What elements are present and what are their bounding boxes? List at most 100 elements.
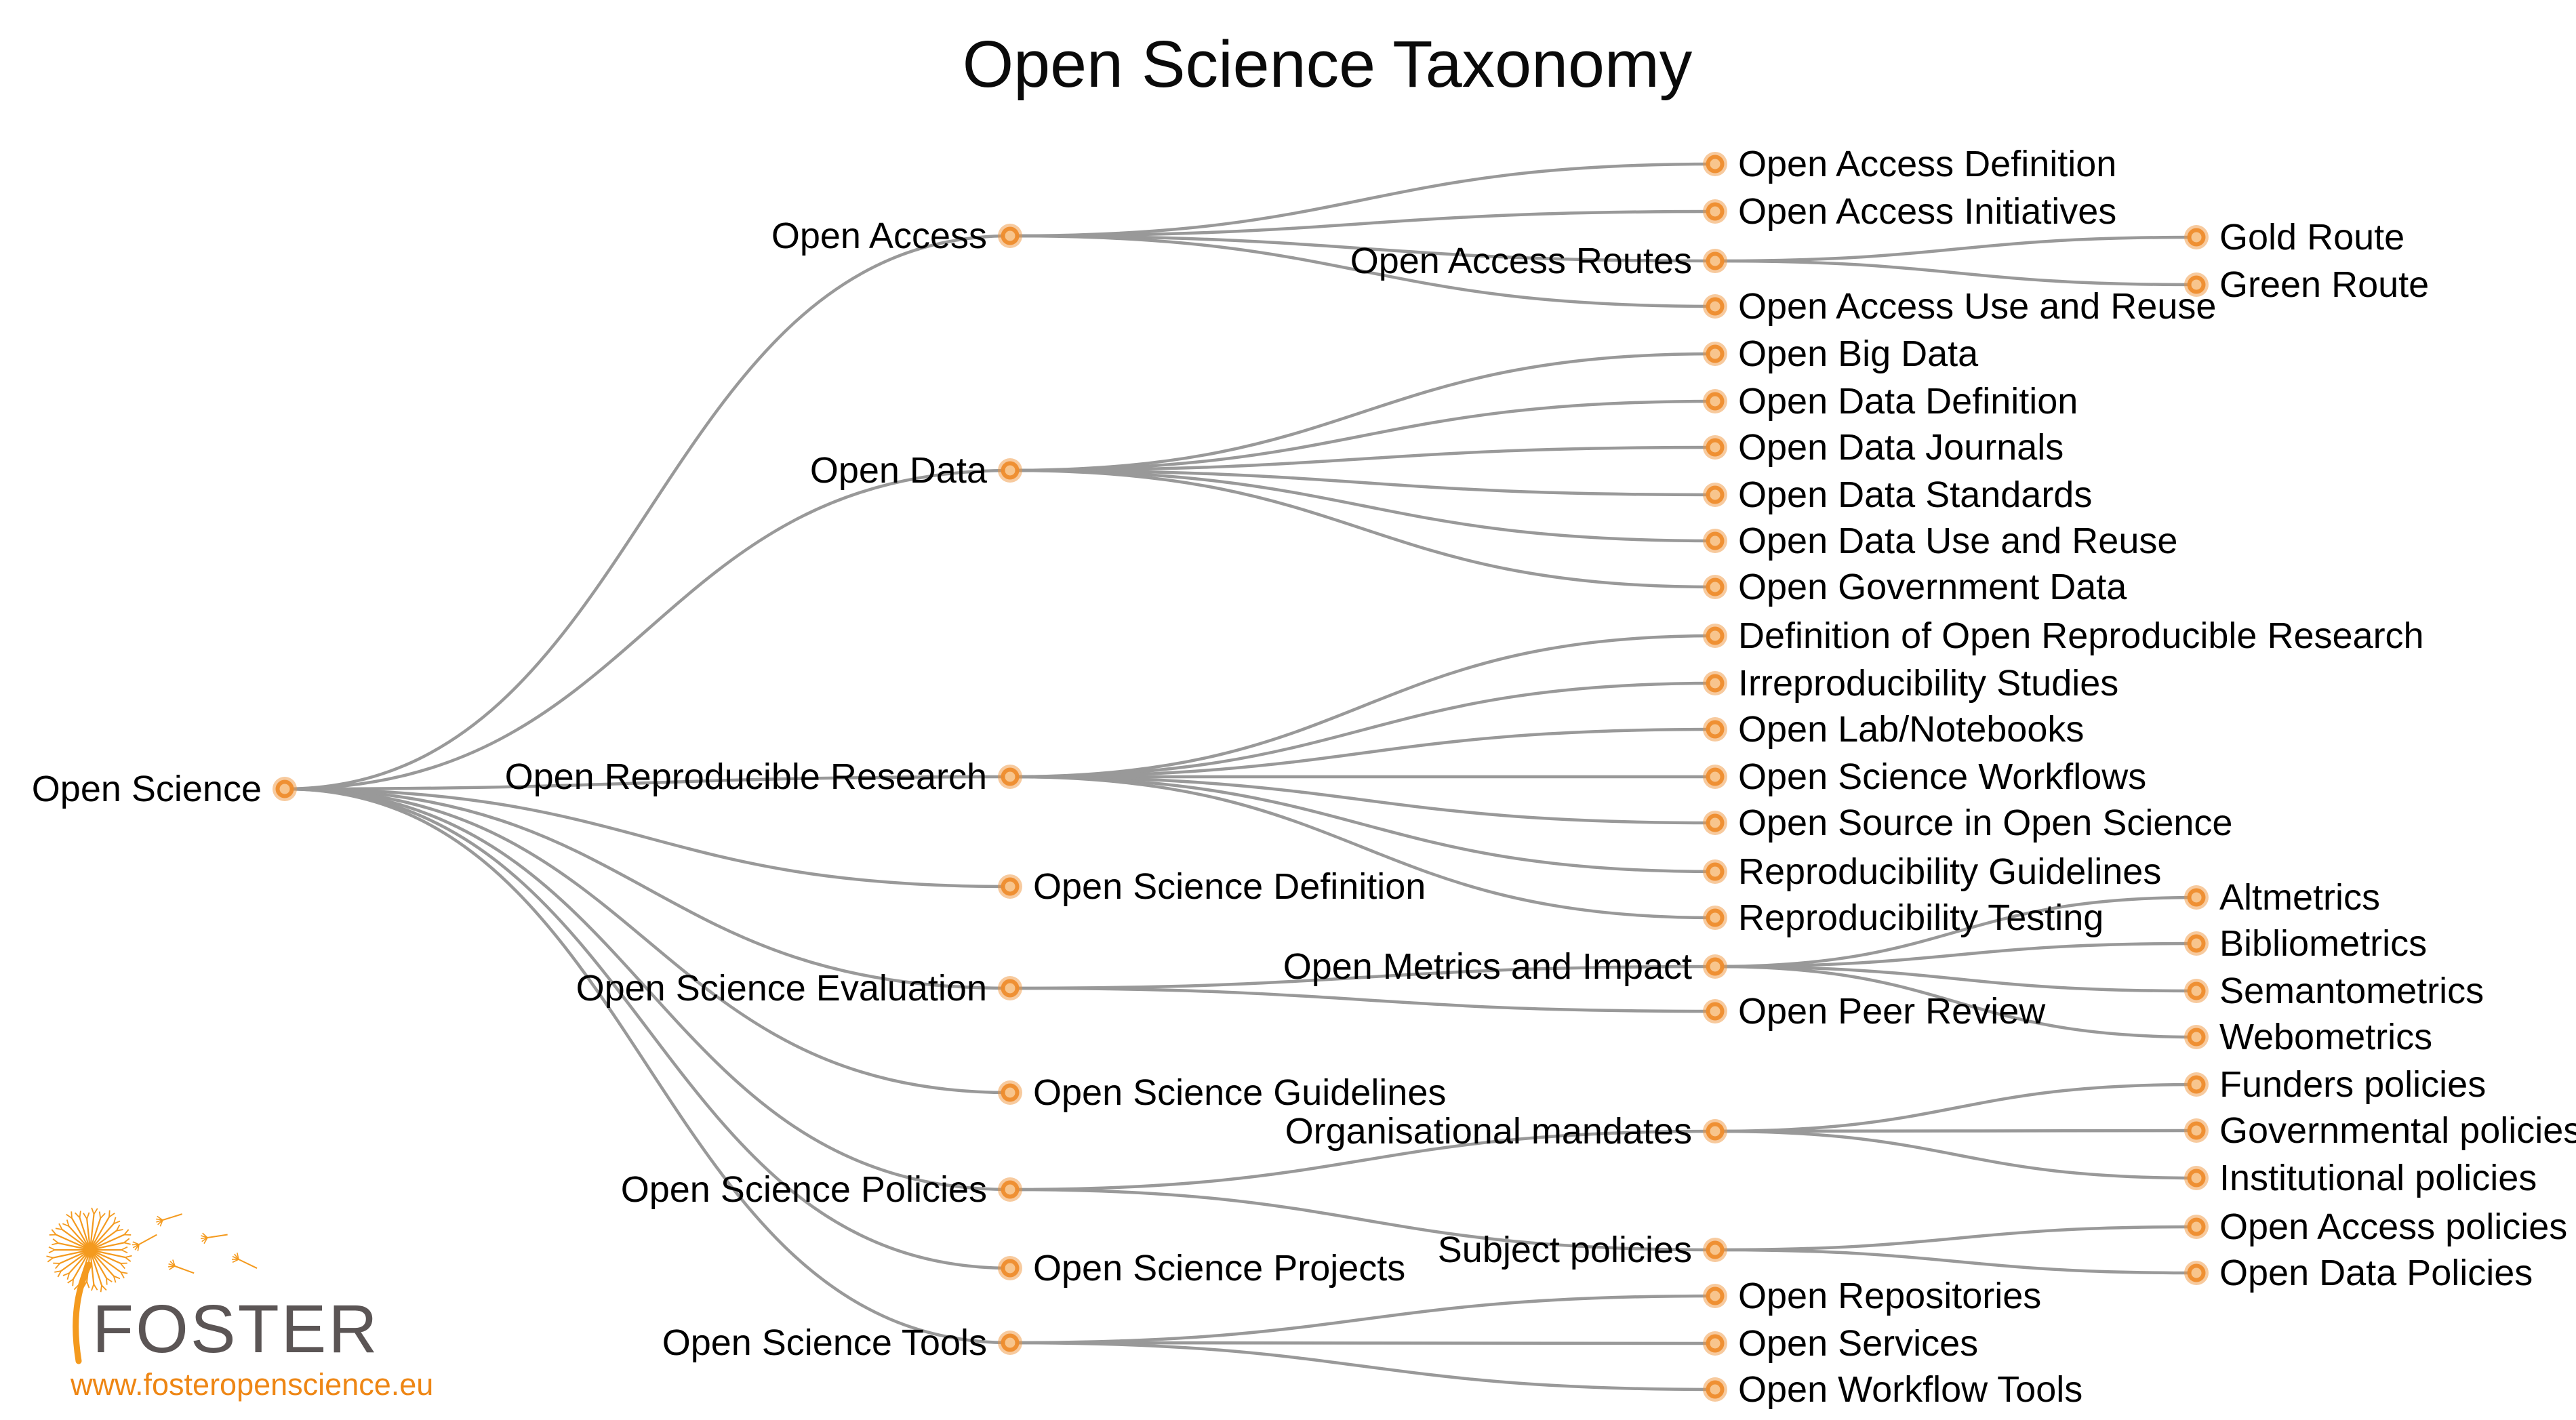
node-center-circle (1710, 771, 1720, 782)
node-center-circle (1005, 983, 1015, 994)
tree-link (1009, 468, 1716, 497)
tree-link (284, 787, 1011, 990)
tree-node: Open Access Use and Reuse (1703, 286, 2216, 327)
tree-link (1009, 775, 1716, 874)
node-center-circle (279, 784, 290, 794)
tree-link (1009, 1129, 1716, 1192)
tree-node-label: Open Repositories (1738, 1276, 2041, 1316)
tree-node: Open Science Tools (662, 1322, 1022, 1363)
tree-node-label: Open Access (771, 216, 987, 256)
tree-node: Open Access (771, 216, 1022, 256)
tree-node-label: Open Data (810, 450, 988, 491)
tree-link (284, 234, 1011, 791)
tree-node: Open Big Data (1703, 333, 1979, 374)
tree-node: Open Science Projects (998, 1248, 1405, 1289)
node-center-circle (1710, 817, 1720, 828)
tree-node-label: Organisational mandates (1285, 1111, 1692, 1152)
logo-url-link[interactable]: www.fosteropenscience.eu (70, 1367, 433, 1402)
logo-brand: FOSTER (92, 1291, 380, 1367)
tree-link (1714, 965, 2197, 1039)
tree-link (1714, 941, 2197, 969)
tree-node: Open Access Initiatives (1703, 191, 2116, 232)
tree-node: Open Source in Open Science (1703, 803, 2232, 843)
node-center-circle (1710, 256, 1720, 266)
tree-node: Open Science (32, 769, 297, 809)
node-center-circle (2191, 1173, 2202, 1183)
tree-node: Green Route (2184, 264, 2429, 305)
tree-node: Gold Route (2184, 217, 2404, 258)
foster-logo: FOSTER www.fosteropenscience.eu (46, 1207, 433, 1402)
node-center-circle (1710, 1291, 1720, 1301)
tree-node-label: Open Peer Review (1738, 991, 2046, 1032)
node-center-circle (2191, 279, 2202, 290)
tree-node-label: Open Science Evaluation (576, 968, 987, 1009)
tree-link (1714, 895, 2197, 969)
tree-link (284, 787, 1011, 1192)
tree-node: Open Access Definition (1703, 144, 2116, 184)
tree-node-label: Open Science Tools (662, 1322, 987, 1363)
tree-node: Open Repositories (1703, 1276, 2041, 1316)
tree-link (1009, 468, 1716, 589)
tree-node: Open Data Definition (1703, 381, 2078, 422)
node-center-circle (1710, 489, 1720, 500)
tree-node: Governmental policies (2184, 1110, 2576, 1151)
tree-node-label: Open Data Use and Reuse (1738, 521, 2177, 561)
tree-node: Open Reproducible Research (505, 756, 1022, 797)
tree-node: Open Access Routes (1350, 241, 1727, 281)
tree-node-label: Institutional policies (2219, 1158, 2537, 1198)
dandelion-icon (46, 1207, 258, 1364)
tree-node-label: Open Metrics and Impact (1283, 946, 1692, 987)
tree-node-label: Open Access Use and Reuse (1738, 286, 2216, 327)
tree-node-label: Open Access policies (2219, 1206, 2567, 1247)
tree-node-label: Open Science Workflows (1738, 756, 2146, 797)
tree-node: Funders policies (2184, 1064, 2486, 1105)
tree-node: Altmetrics (2184, 877, 2380, 918)
tree-link (1009, 727, 1716, 779)
tree-node-label: Open Access Definition (1738, 144, 2116, 184)
node-center-circle (1710, 1126, 1720, 1137)
node-center-circle (1005, 230, 1015, 241)
node-center-circle (1710, 396, 1720, 407)
tree-node-label: Open Science Projects (1033, 1248, 1405, 1289)
tree-node-label: Open Data Journals (1738, 427, 2064, 468)
tree-node-label: Governmental policies (2219, 1110, 2576, 1151)
node-center-circle (1710, 301, 1720, 312)
tree-node-label: Definition of Open Reproducible Research (1738, 615, 2424, 656)
node-center-circle (1710, 678, 1720, 689)
node-center-circle (2191, 986, 2202, 996)
tree-link (1009, 234, 1716, 308)
tree-node-label: Open Government Data (1738, 567, 2127, 607)
tree-link (1714, 1225, 2197, 1252)
tree-link (1009, 209, 1716, 238)
tree-link (284, 787, 1011, 1095)
tree-node-label: Subject policies (1438, 1230, 1692, 1270)
tree-link (1009, 634, 1716, 779)
node-center-circle (1710, 724, 1720, 735)
tree-node: Webometrics (2184, 1017, 2432, 1057)
tree-link (1714, 1129, 2197, 1180)
node-center-circle (1710, 582, 1720, 592)
node-center-circle (1005, 1337, 1015, 1348)
tree-link (1714, 965, 2197, 993)
tree-link (1009, 445, 1716, 472)
tree-node: Subject policies (1438, 1230, 1727, 1270)
node-center-circle (2191, 1079, 2202, 1090)
tree-node-label: Reproducibility Testing (1738, 897, 2104, 938)
tree-node-label: Irreproducibility Studies (1738, 663, 2118, 704)
tree-link (1009, 1294, 1716, 1345)
tree-node-label: Bibliometrics (2219, 923, 2427, 964)
tree-node-label: Green Route (2219, 264, 2429, 305)
page-title: Open Science Taxonomy (963, 27, 1693, 101)
tree-link (1714, 259, 2197, 287)
tree-link (1009, 352, 1716, 472)
tree-node: Open Science Workflows (1703, 756, 2146, 797)
node-center-circle (1710, 630, 1720, 641)
tree-node: Open Government Data (1703, 567, 2127, 607)
node-center-circle (2191, 1221, 2202, 1232)
tree-node-label: Open Services (1738, 1323, 1978, 1364)
node-center-circle (1005, 881, 1015, 892)
tree-node-label: Open Data Standards (1738, 474, 2092, 515)
tree-node: Open Data (810, 450, 1022, 491)
